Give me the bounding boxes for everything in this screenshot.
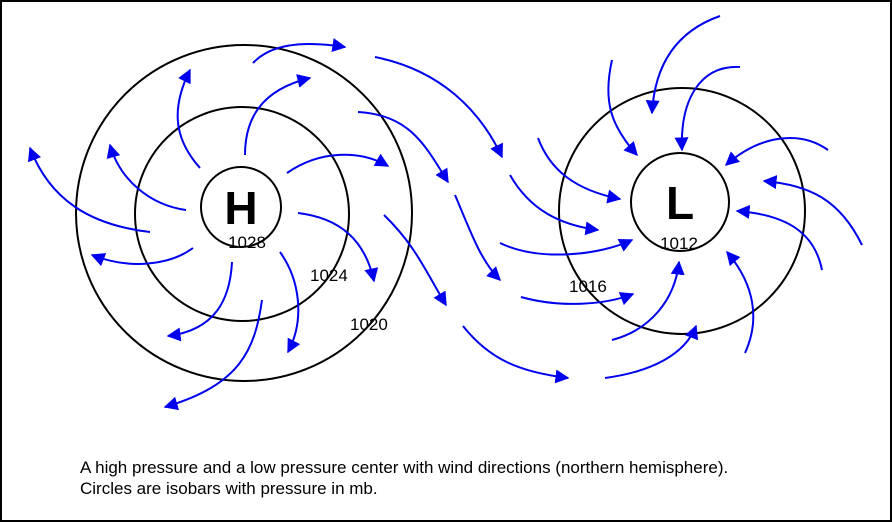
wind-arrow-icon — [279, 251, 301, 354]
wind-arrow-icon — [163, 299, 263, 411]
high-pressure-label: H — [224, 182, 257, 234]
wind-arrow-icon — [604, 324, 699, 379]
wind-arrow-icon — [297, 212, 379, 283]
isobar-1016 — [558, 87, 806, 335]
wind-arrow-icon — [726, 250, 755, 354]
isobar-label-1020: 1020 — [350, 315, 388, 334]
caption-line-2: Circles are isobars with pressure in mb. — [80, 479, 378, 498]
isobar-label-1024: 1024 — [310, 266, 348, 285]
wind-arrow-icon — [166, 261, 233, 342]
wind-arrow-icon — [724, 137, 829, 166]
isobar-1028 — [200, 166, 282, 248]
low-pressure-label: L — [666, 177, 694, 229]
high-wind-arrows — [27, 38, 449, 411]
isobar-1012 — [630, 152, 730, 252]
caption-line-1: A high pressure and a low pressure cente… — [80, 458, 729, 477]
wind-arrow-icon — [106, 143, 187, 211]
wind-arrow-icon — [454, 194, 501, 281]
wind-arrow-icon — [374, 56, 503, 159]
isobar-label-1028: 1028 — [228, 233, 266, 252]
wind-arrow-icon — [674, 65, 741, 152]
wind-arrow-icon — [462, 325, 570, 384]
wind-arrow-icon — [357, 111, 449, 184]
wind-arrow-icon — [607, 59, 638, 157]
wind-arrow-icon — [176, 68, 201, 169]
wind-arrow-icon — [762, 175, 863, 246]
wind-arrow-icon — [27, 146, 151, 233]
low-pressure-system — [558, 87, 806, 335]
low-wind-arrows — [374, 15, 863, 384]
wind-arrow-icon — [735, 204, 823, 271]
wind-arrow-icon — [611, 260, 685, 341]
wind-arrow-icon — [286, 153, 390, 174]
wind-arrow-icon — [244, 74, 312, 156]
isobar-1024 — [134, 106, 350, 322]
isobar-label-1016: 1016 — [569, 277, 607, 296]
wind-arrow-icon — [520, 292, 635, 306]
wind-arrow-icon — [645, 15, 721, 115]
wind-arrow-icon — [90, 247, 194, 267]
wind-arrow-icon — [252, 38, 347, 64]
isobar-label-1012: 1012 — [660, 234, 698, 253]
wind-arrow-icon — [509, 174, 600, 236]
wind-arrow-icon — [383, 214, 447, 307]
wind-arrow-icon — [499, 239, 634, 256]
diagram-caption: A high pressure and a low pressure cente… — [80, 457, 870, 499]
isobar-1020 — [75, 44, 413, 382]
high-pressure-system — [75, 44, 413, 382]
wind-arrow-icon — [537, 137, 622, 204]
